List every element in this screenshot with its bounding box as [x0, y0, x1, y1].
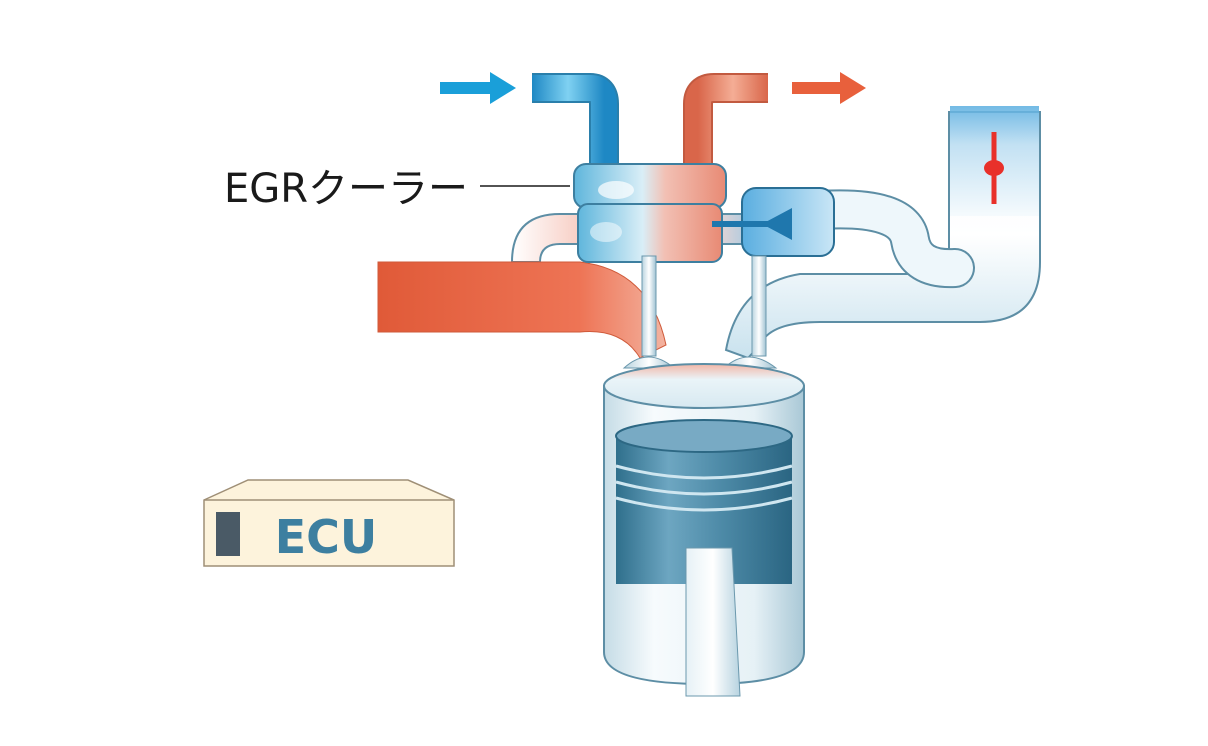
ecu-label: ECU — [275, 510, 378, 564]
exhaust-pipe — [377, 261, 667, 359]
connecting-rod — [685, 547, 741, 697]
throttle-valve-icon — [984, 132, 1004, 204]
egr-valve — [712, 187, 835, 257]
ecu-unit: ECU — [203, 479, 455, 567]
egr-cooler-label: EGRクーラー — [224, 166, 468, 212]
egr-cooler — [573, 163, 727, 263]
coolant-inlet-arrow — [440, 72, 516, 104]
coolant-outlet-arrow — [792, 72, 866, 104]
ecu-indicator-icon — [216, 512, 240, 556]
